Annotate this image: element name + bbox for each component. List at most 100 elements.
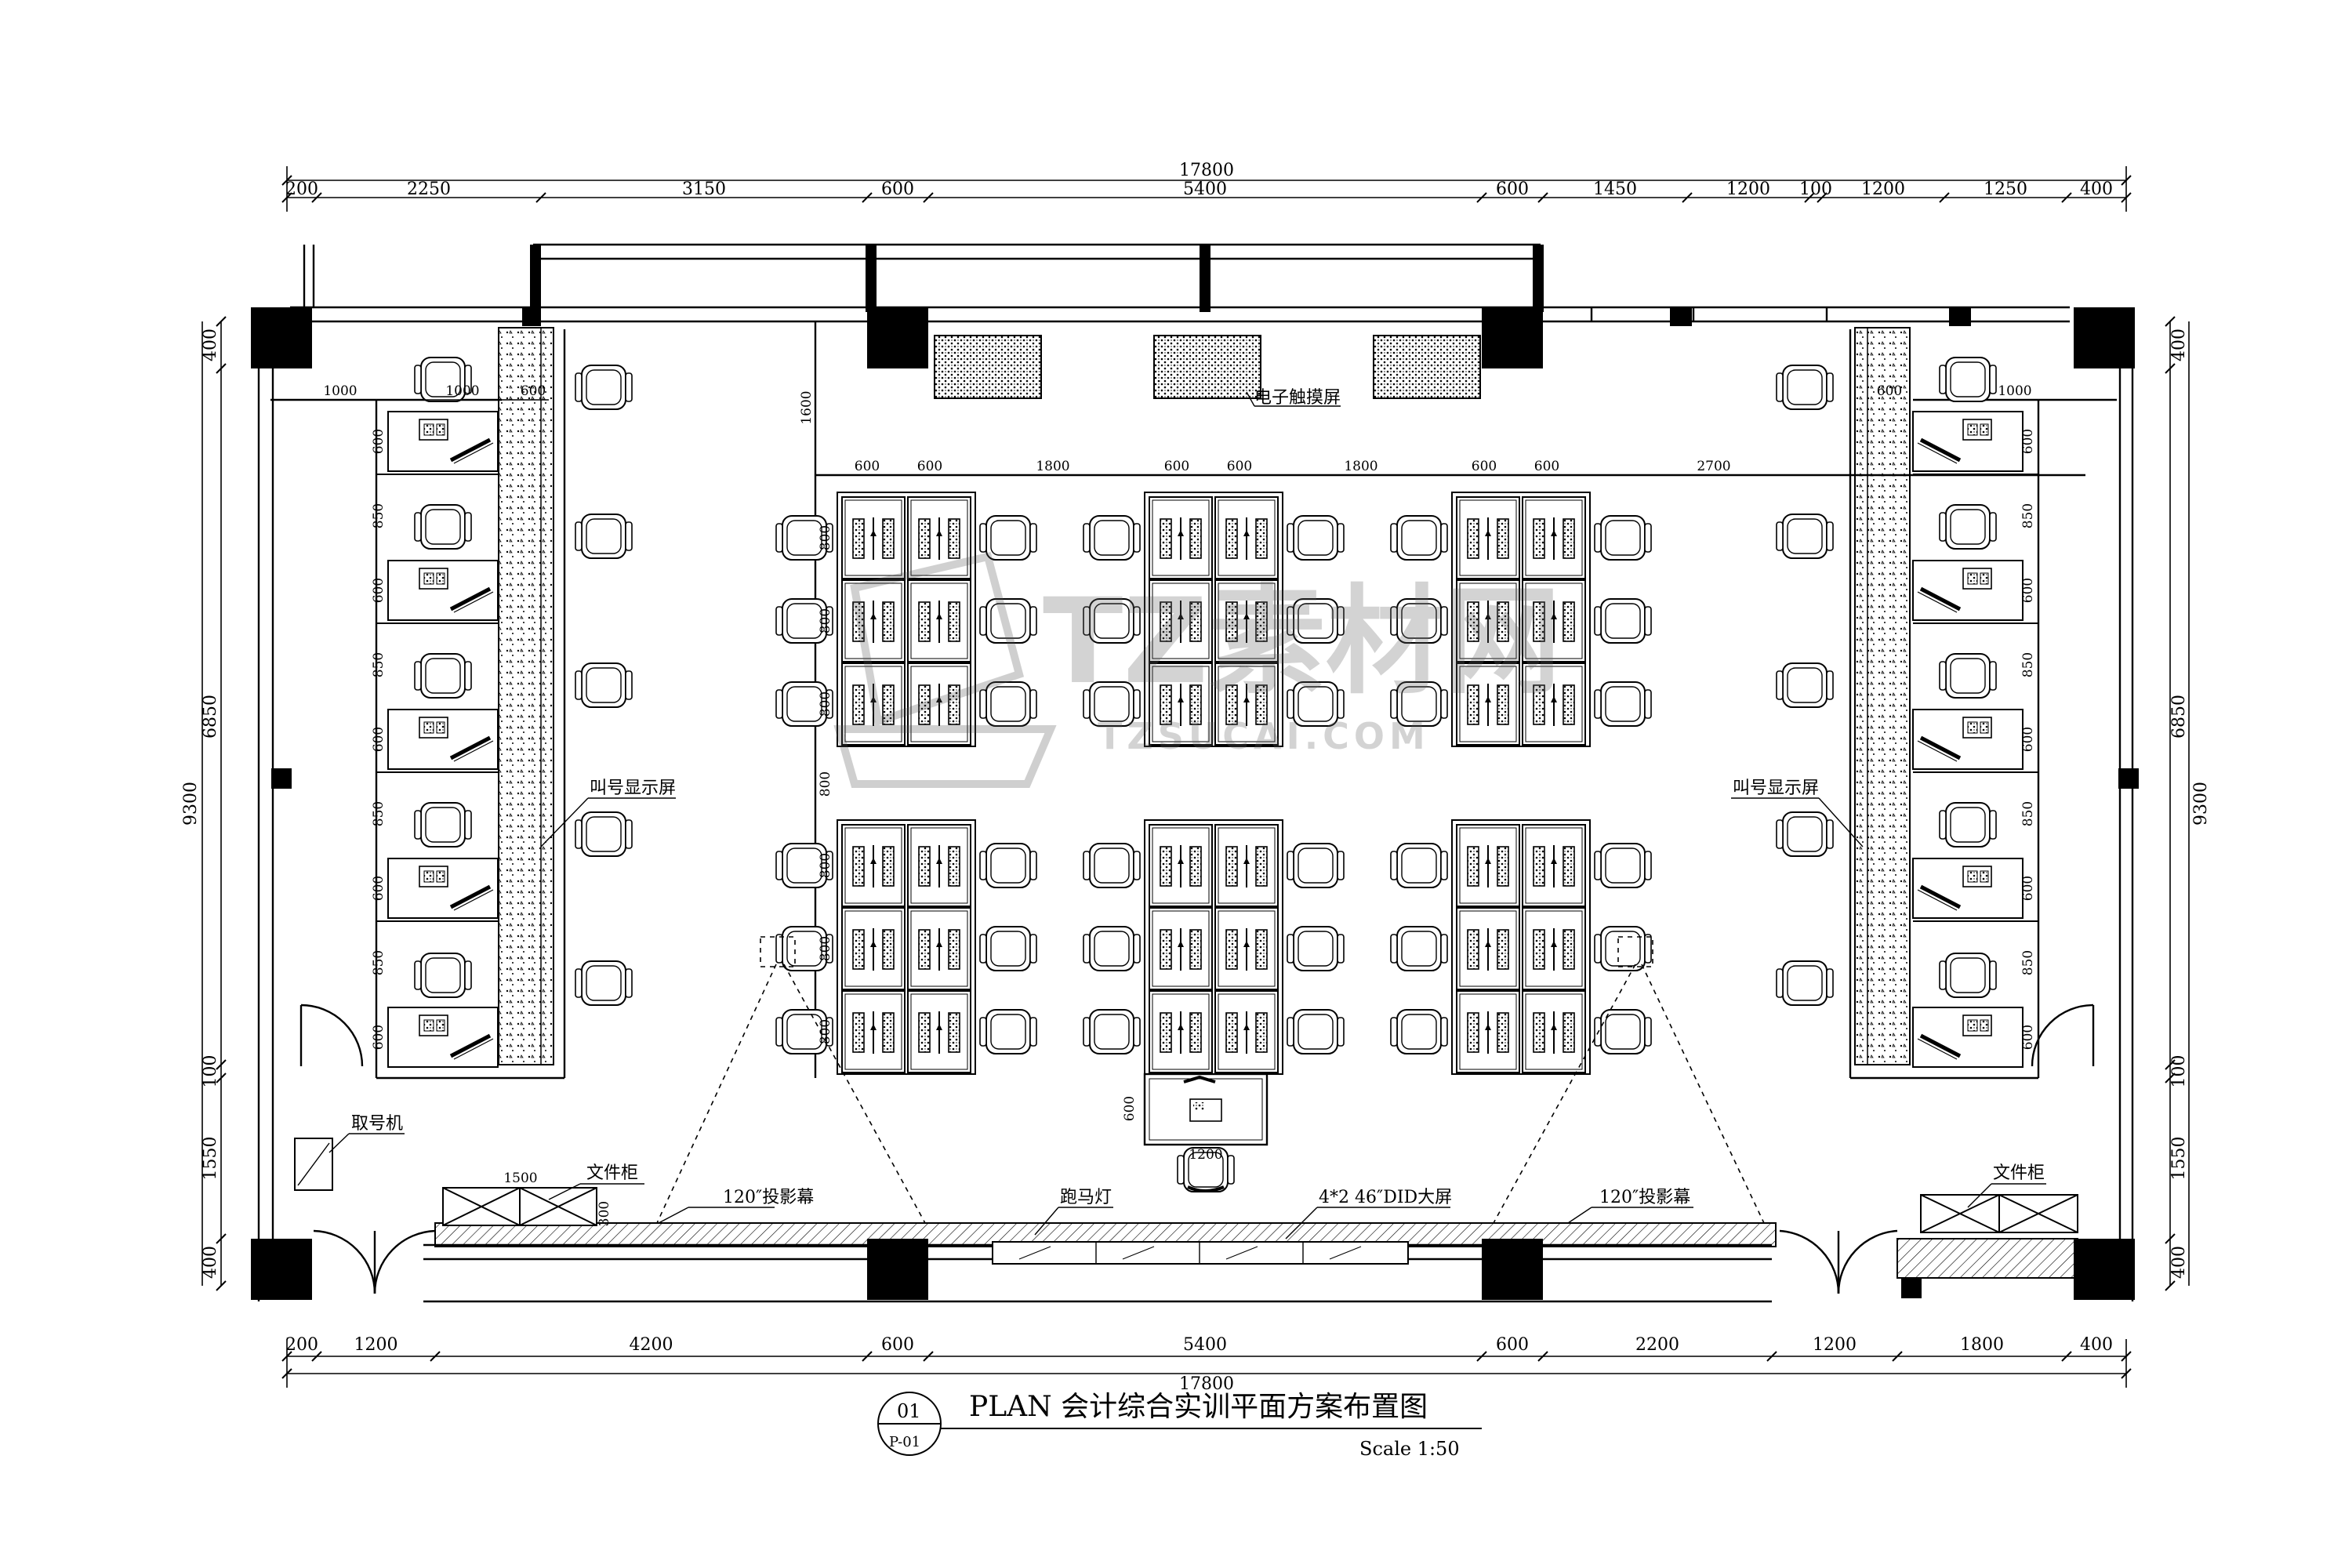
computer-desk [1456, 907, 1520, 990]
inner-row-dimension: 1800 [1036, 459, 1069, 474]
computer-desk [1522, 990, 1586, 1073]
booth-row-dimension: 850 [2020, 801, 2036, 826]
computer-desk [907, 907, 971, 990]
right-segment: 100 [2169, 1055, 2189, 1088]
drawing-title: PLAN 会计综合实训平面方案布置图 [969, 1391, 1428, 1423]
student-chair [1287, 926, 1345, 971]
right-segment: 400 [2169, 328, 2189, 361]
bottom-segment: 1800 [1960, 1335, 2004, 1355]
student-chair [1594, 1009, 1652, 1054]
student-chair [1594, 681, 1652, 727]
desk-depth-dimension: 800 [818, 525, 833, 550]
led-marquee-label: 跑马灯 [1060, 1188, 1112, 1207]
inner-row-dimension: 600 [1227, 459, 1252, 474]
student-chair [979, 1009, 1037, 1054]
left-segment: 400 [201, 1246, 220, 1279]
computer-desk [907, 990, 971, 1073]
left-segment: 100 [201, 1055, 220, 1088]
inner-row-dimension: 600 [1164, 459, 1189, 474]
computer-desk [1149, 824, 1213, 907]
top-segment: 1200 [1726, 180, 1770, 199]
booth-row-dimension: 850 [2020, 652, 2036, 677]
inner-row-dimension: 1800 [1344, 459, 1377, 474]
podium-width-dimension: 1200 [1189, 1147, 1222, 1163]
student-chair [1287, 515, 1345, 561]
inner-left-dimension: 1000 [323, 383, 357, 399]
inner-vertical-dimension: 1600 [799, 390, 815, 424]
inner-row-dimension: 600 [1534, 459, 1559, 474]
dimension-lines [201, 166, 2190, 1388]
computer-desk [1522, 496, 1586, 579]
inner-row-dimension: 600 [917, 459, 942, 474]
training-desk-clusters [775, 492, 1652, 1075]
desk-cluster-1 [775, 492, 1037, 747]
top-segment: 1250 [1984, 180, 2027, 199]
ticket-machine [294, 1138, 333, 1191]
booth-row-dimension: 850 [371, 652, 387, 677]
drawing-number: 01 [897, 1400, 921, 1422]
sheet-number: P-01 [889, 1434, 920, 1450]
booth-row-dimension: 850 [371, 950, 387, 975]
bottom-segment: 1200 [1813, 1335, 1857, 1355]
desk-cluster-5 [1083, 819, 1345, 1075]
student-chair [979, 843, 1037, 888]
booth-row-dimension: 600 [2020, 727, 2036, 752]
booth-row-dimension: 600 [2020, 876, 2036, 901]
top-segment: 1450 [1593, 180, 1637, 199]
inner-right-dimension: 1000 [1998, 383, 2031, 399]
student-chair [1594, 598, 1652, 644]
ticket-machine-label: 取号机 [351, 1114, 403, 1134]
booth-row-dimension: 600 [371, 727, 387, 752]
computer-desk [1214, 990, 1279, 1073]
top-segment: 600 [1496, 180, 1529, 199]
computer-desk [1149, 496, 1213, 579]
file-cabinets [442, 1187, 2078, 1279]
top-segment: 1200 [1861, 180, 1905, 199]
computer-desk [1456, 824, 1520, 907]
top-segment: 400 [2080, 180, 2113, 199]
touch-screen-label: 电子触摸屏 [1254, 388, 1341, 408]
desk-depth-dimension: 800 [818, 936, 833, 961]
inner-row-dimension: 600 [855, 459, 880, 474]
bottom-segment: 2200 [1635, 1335, 1679, 1355]
booth-row-dimension: 600 [371, 876, 387, 901]
computer-desk [1214, 496, 1279, 579]
desk-depth-dimension: 800 [818, 608, 833, 633]
student-chair [1083, 843, 1141, 888]
computer-desk [1456, 496, 1520, 579]
projection-lines [656, 936, 1765, 1224]
cabinet-width-dimension: 1500 [503, 1171, 537, 1186]
computer-desk [907, 824, 971, 907]
computer-desk [1214, 824, 1279, 907]
desk-cluster-4 [775, 819, 1037, 1075]
cabinet-depth-dimension: 300 [597, 1201, 612, 1226]
inner-row-dimension: 600 [1472, 459, 1497, 474]
drawing-scale: Scale 1:50 [1359, 1438, 1460, 1460]
booth-row-dimension: 850 [2020, 503, 2036, 528]
left-total: 9300 [181, 782, 201, 826]
student-chair [1083, 926, 1141, 971]
booth-row-dimension: 600 [2020, 1025, 2036, 1050]
bottom-segment: 200 [285, 1335, 318, 1355]
left-segment: 400 [201, 328, 220, 361]
middle-gap-dimension: 800 [818, 771, 833, 797]
student-chair [1594, 515, 1652, 561]
leader-lines [328, 797, 2046, 1240]
student-chair [1390, 1009, 1448, 1054]
booth-row-dimension: 600 [371, 1025, 387, 1050]
left-segment: 6850 [201, 695, 220, 739]
booth-chairs-client-right [1776, 365, 1834, 1006]
booth-row-dimension: 600 [2020, 578, 2036, 603]
student-chair [1083, 515, 1141, 561]
computer-desk [841, 907, 906, 990]
top-segment: 100 [1799, 180, 1832, 199]
computer-desk [907, 579, 971, 662]
student-chair [1390, 843, 1448, 888]
front-wall-screens [434, 1222, 1777, 1265]
bottom-segment: 400 [2080, 1335, 2113, 1355]
bottom-segment: 5400 [1183, 1335, 1227, 1355]
bottom-segment: 600 [881, 1335, 914, 1355]
desk-cluster-6 [1390, 819, 1652, 1075]
computer-desk [1149, 907, 1213, 990]
